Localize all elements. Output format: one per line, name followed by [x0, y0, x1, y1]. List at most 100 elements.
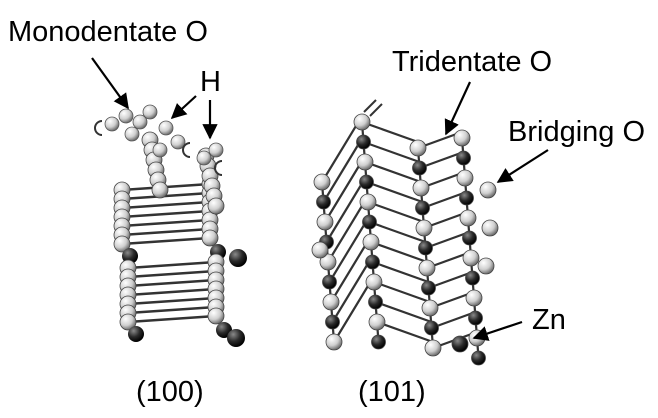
oxygen-atom [319, 253, 337, 271]
lattice-bond [364, 160, 422, 184]
oxygen-atom [119, 313, 137, 331]
zinc-atom [462, 230, 477, 246]
lattice-bond [325, 175, 368, 243]
oxygen-atom [418, 259, 436, 277]
oxygen-atom [456, 169, 474, 187]
zinc-atom [451, 335, 469, 353]
oxygen-atom [359, 193, 377, 211]
oxygen-atom [477, 257, 495, 275]
oxygen-atom [113, 235, 131, 253]
zinc-atom [424, 320, 439, 336]
oxygen-atom [459, 209, 477, 227]
zinc-atom [456, 150, 471, 166]
oxygen-atom [322, 293, 340, 311]
caption-100: (100) [136, 376, 204, 408]
zinc-atom [421, 280, 436, 296]
bridging-o-label: Bridging O [508, 116, 646, 148]
oxygen-atom [368, 313, 386, 331]
tridentate-o-arrow [444, 81, 471, 136]
surface-atom [104, 116, 120, 132]
lattice-bond [431, 310, 476, 330]
zinc-atom [415, 200, 430, 216]
hydrogen-atom [94, 120, 103, 136]
oxygen-atom [462, 249, 480, 267]
lattice-bond [361, 120, 419, 144]
surface-atom [196, 150, 212, 166]
lattice-bond [370, 240, 428, 264]
lattice-bond [369, 220, 426, 244]
zinc-atom [412, 160, 427, 176]
slab-bond [127, 296, 217, 306]
oxygen-atom [362, 233, 380, 251]
slab-bond [127, 314, 217, 324]
lattice-bond [419, 150, 464, 170]
monodentate-o-arrow [91, 57, 129, 110]
zno-101-surface-model [311, 99, 499, 366]
oxygen-atom [453, 129, 471, 147]
oxygen-atom [424, 339, 442, 357]
surface-atom [152, 142, 168, 158]
oxygen-atom [207, 307, 225, 325]
slab-bond [127, 278, 217, 288]
bridging-o-arrow [496, 149, 549, 183]
oxygen-atom [207, 197, 225, 215]
lattice-bond [376, 320, 434, 344]
slab-bond [121, 218, 211, 228]
surface-atom [132, 114, 148, 130]
lattice-bond [369, 103, 383, 117]
lattice-bond [363, 99, 377, 113]
lattice-bond [422, 190, 467, 210]
oxygen-atom [421, 299, 439, 317]
hydrogen-atom [182, 142, 191, 158]
oxygen-atom [311, 241, 329, 259]
lattice-bond [366, 180, 423, 204]
lattice-bond [372, 260, 429, 284]
oxygen-atom [356, 153, 374, 171]
zinc-atom [468, 310, 483, 326]
oxygen-atom [465, 289, 483, 307]
slab-bond [127, 269, 217, 279]
surface-atom [142, 104, 158, 120]
slab-bond [127, 260, 217, 270]
zinc-atom [128, 326, 144, 342]
zinc-atom [471, 350, 486, 366]
h-label: H [200, 66, 221, 98]
surface-atom [170, 134, 186, 150]
slab-bond [121, 227, 211, 237]
slab-bond [121, 236, 211, 246]
zinc-atom [459, 190, 474, 206]
slab-bond [127, 287, 217, 297]
zinc-atom [362, 214, 377, 230]
surface-atom [208, 142, 224, 158]
slab-bond [121, 200, 211, 210]
lattice-bond [331, 255, 374, 323]
zinc-atom [227, 329, 245, 347]
zinc-atom [356, 134, 371, 150]
zinc-atom [368, 294, 383, 310]
lattice-bond [425, 230, 470, 250]
slab-bond [121, 209, 211, 219]
oxygen-atom [365, 273, 383, 291]
zinc-atom [325, 314, 340, 330]
oxygen-atom [151, 181, 169, 199]
oxygen-atom [313, 173, 331, 191]
zinc-atom [371, 334, 386, 350]
zn-label: Zn [532, 304, 566, 336]
oxygen-atom [325, 333, 343, 351]
caption-101: (101) [358, 376, 426, 408]
oxygen-atom [353, 113, 371, 131]
slab-bond [127, 305, 217, 315]
h-arrow-left [170, 95, 197, 120]
oxygen-atom [481, 219, 499, 237]
oxygen-atom [201, 229, 219, 247]
lattice-bond [428, 270, 473, 290]
zinc-atom [229, 249, 247, 267]
hydrogen-atom [214, 160, 223, 176]
zinc-atom [365, 254, 380, 270]
oxygen-atom [409, 139, 427, 157]
lattice-bond [375, 300, 432, 324]
slab-bond [121, 191, 211, 201]
surface-atom [158, 120, 174, 136]
